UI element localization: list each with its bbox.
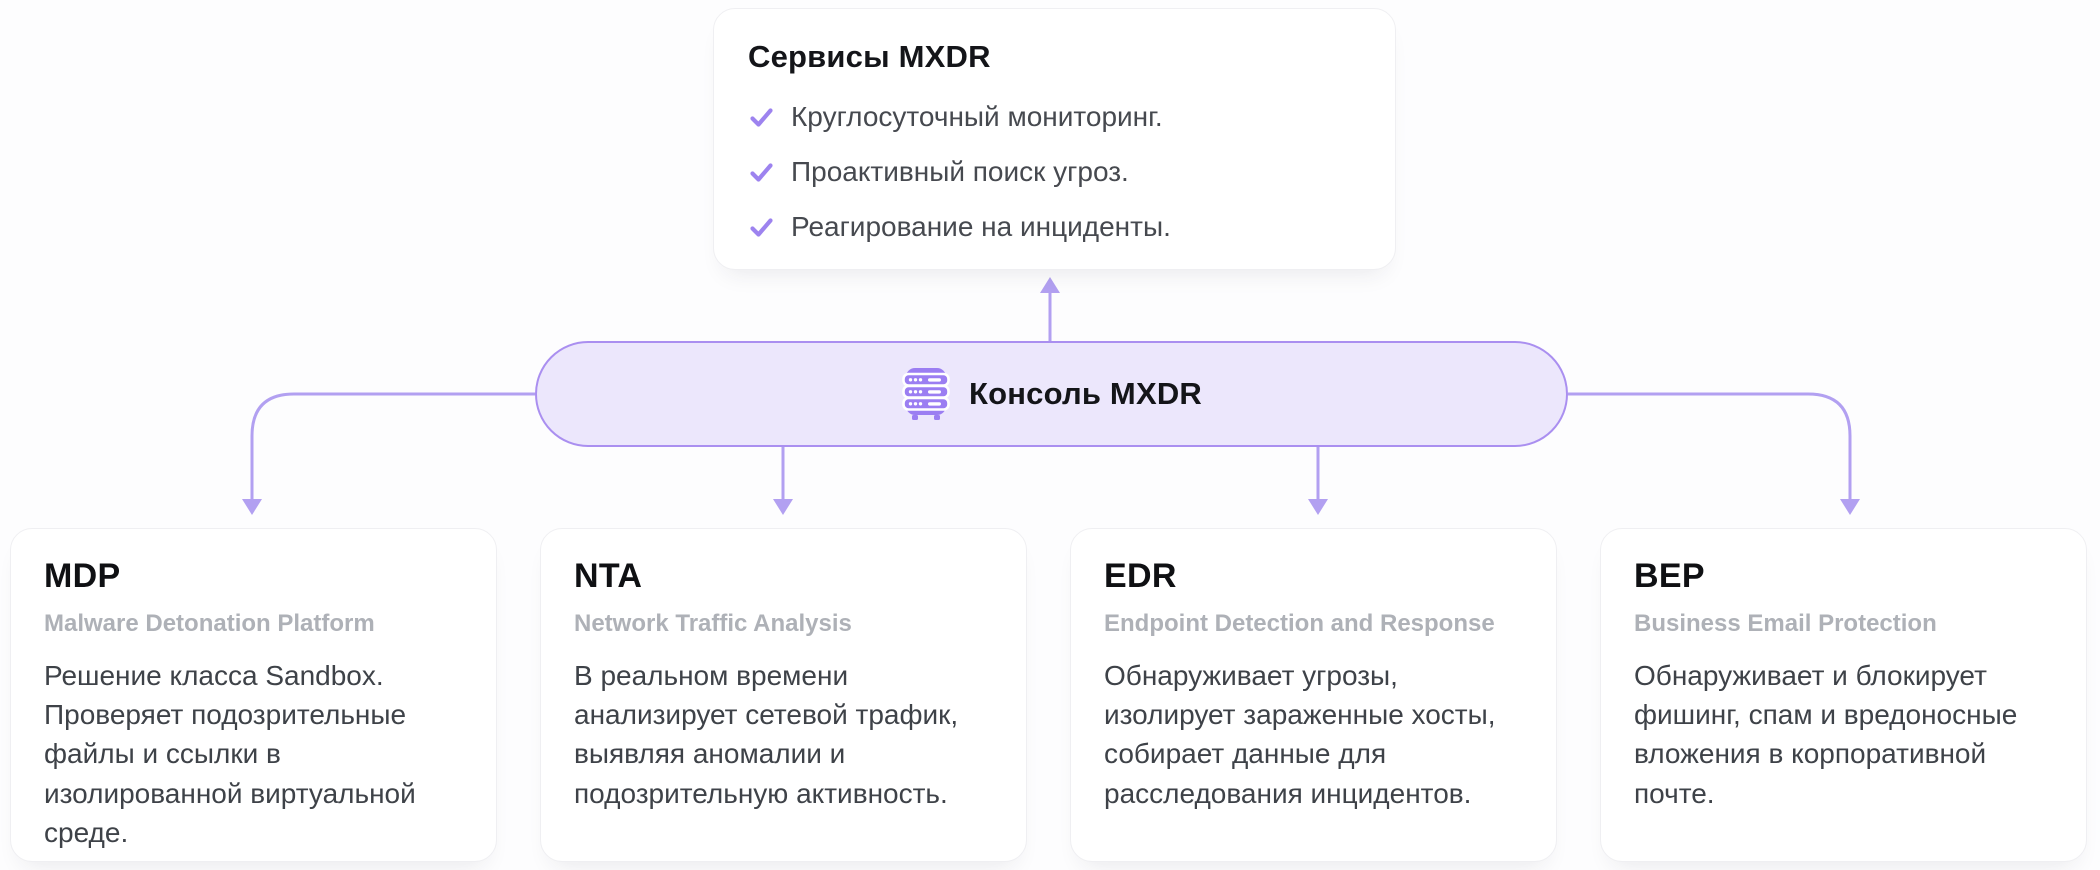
arrowhead-bep: [1840, 499, 1860, 515]
check-icon: [750, 162, 773, 182]
product-abbr: EDR: [1104, 557, 1177, 595]
product-name: Malware Detonation Platform: [44, 610, 375, 637]
services-card-title: Сервисы MXDR: [748, 39, 991, 74]
arrowhead-mdp: [242, 499, 262, 515]
server-rack-icon: [902, 368, 950, 420]
product-card-nta: NTA Network Traffic Analysis В реальном …: [540, 528, 1027, 862]
arrowhead-up: [1040, 277, 1060, 293]
product-name: Endpoint Detection and Response: [1104, 610, 1495, 637]
arrowhead-edr: [1308, 499, 1328, 515]
service-item: Круглосуточный мониторинг.: [748, 101, 1361, 133]
product-name: Business Email Protection: [1634, 610, 1937, 637]
arrowhead-nta: [773, 499, 793, 515]
arrow-console-to-mdp: [250, 392, 535, 500]
product-abbr: NTA: [574, 557, 643, 595]
service-item: Проактивный поиск угроз.: [748, 156, 1361, 188]
check-icon: [750, 107, 773, 127]
services-list: Круглосуточный мониторинг. Проактивный п…: [748, 101, 1361, 243]
product-card-edr: EDR Endpoint Detection and Response Обна…: [1070, 528, 1557, 862]
product-description: Решение класса Sandbox. Проверяет подозр…: [44, 660, 416, 848]
product-abbr: BEP: [1634, 557, 1705, 595]
product-card-mdp: MDP Malware Detonation Platform Решение …: [10, 528, 497, 862]
product-abbr: MDP: [44, 557, 121, 595]
services-card: Сервисы MXDR Круглосуточный мониторинг. …: [713, 8, 1396, 270]
service-item-label: Реагирование на инциденты.: [791, 211, 1171, 242]
arrow-console-to-bep: [1568, 392, 1852, 500]
product-description: Обнаруживает и блокирует фишинг, спам и …: [1634, 660, 2018, 809]
console-label: Консоль MXDR: [968, 376, 1203, 411]
product-description: Обнаруживает угрозы, изолирует зараженны…: [1104, 660, 1496, 809]
product-name: Network Traffic Analysis: [574, 610, 852, 637]
service-item-label: Проактивный поиск угроз.: [791, 156, 1129, 187]
service-item-label: Круглосуточный мониторинг.: [791, 101, 1163, 132]
service-item: Реагирование на инциденты.: [748, 211, 1361, 243]
console-node: Консоль MXDR: [535, 341, 1568, 447]
check-icon: [750, 217, 773, 237]
product-description: В реальном времени анализирует сетевой т…: [574, 660, 959, 809]
product-card-bep: BEP Business Email Protection Обнаружива…: [1600, 528, 2087, 862]
